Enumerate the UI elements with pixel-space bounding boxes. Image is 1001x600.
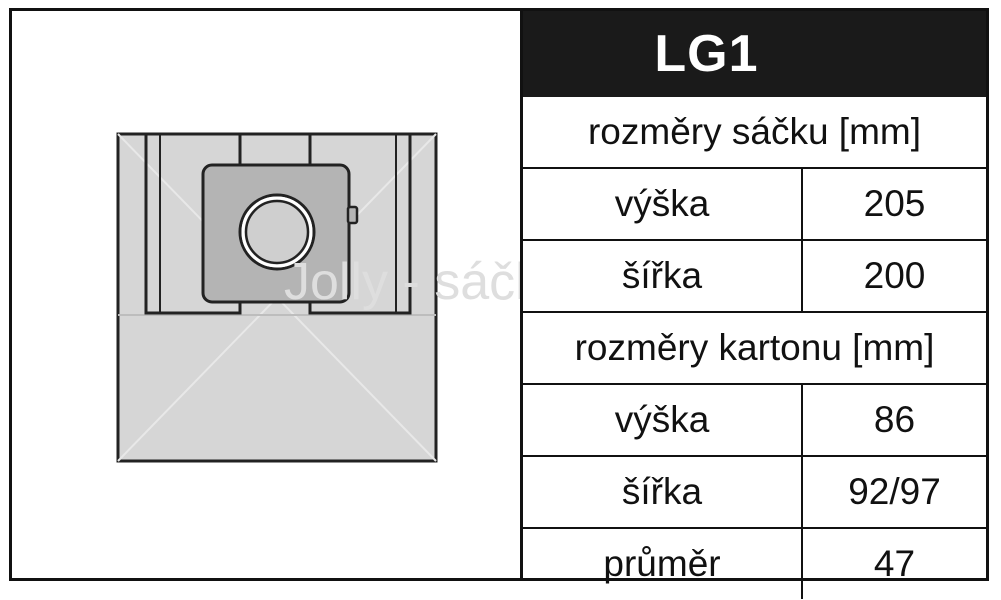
table-row: šířka 92/97 [523,455,986,528]
row-label: výška [523,167,802,240]
dimensions-panel: LG1 rozměry sáčku [mm] výška 205 šířka 2… [520,11,986,599]
bag-dimensions-header: rozměry sáčku [mm] [587,111,922,152]
row-value: 92/97 [801,455,986,528]
row-value: 200 [801,239,986,312]
dust-bag-illustration: Jolly - sáčky [116,132,567,463]
row-value: 47 [801,527,986,599]
bag-dimensions-header-row: rozměry sáčku [mm] [523,97,986,168]
table-row: šířka 200 [523,239,986,312]
bag-opening-inner [244,199,310,265]
dimensions-table: rozměry sáčku [mm] výška 205 šířka 200 r… [523,97,986,599]
collar-tab [346,205,359,225]
carton-dimensions-header-row: rozměry kartonu [mm] [523,311,986,384]
row-value: 205 [801,167,986,240]
table-row: průměr 47 [523,527,986,599]
product-title-bar: LG1 [523,11,986,97]
row-value: 86 [801,383,986,456]
row-label: výška [523,383,802,456]
row-label: šířka [523,239,802,312]
watermark-text: Jolly - sáčky [284,253,520,311]
table-row: výška 205 [523,167,986,240]
carton-dimensions-header: rozměry kartonu [mm] [523,311,986,384]
row-label: průměr [523,527,802,599]
table-row: výška 86 [523,383,986,456]
product-code: LG1 [654,25,759,83]
bag-illustration-panel: Jolly - sáčky [12,11,567,578]
product-sheet: Jolly - sáčky LG1 rozměry sáčku [mm] výš… [9,8,989,599]
row-label: šířka [523,455,802,528]
